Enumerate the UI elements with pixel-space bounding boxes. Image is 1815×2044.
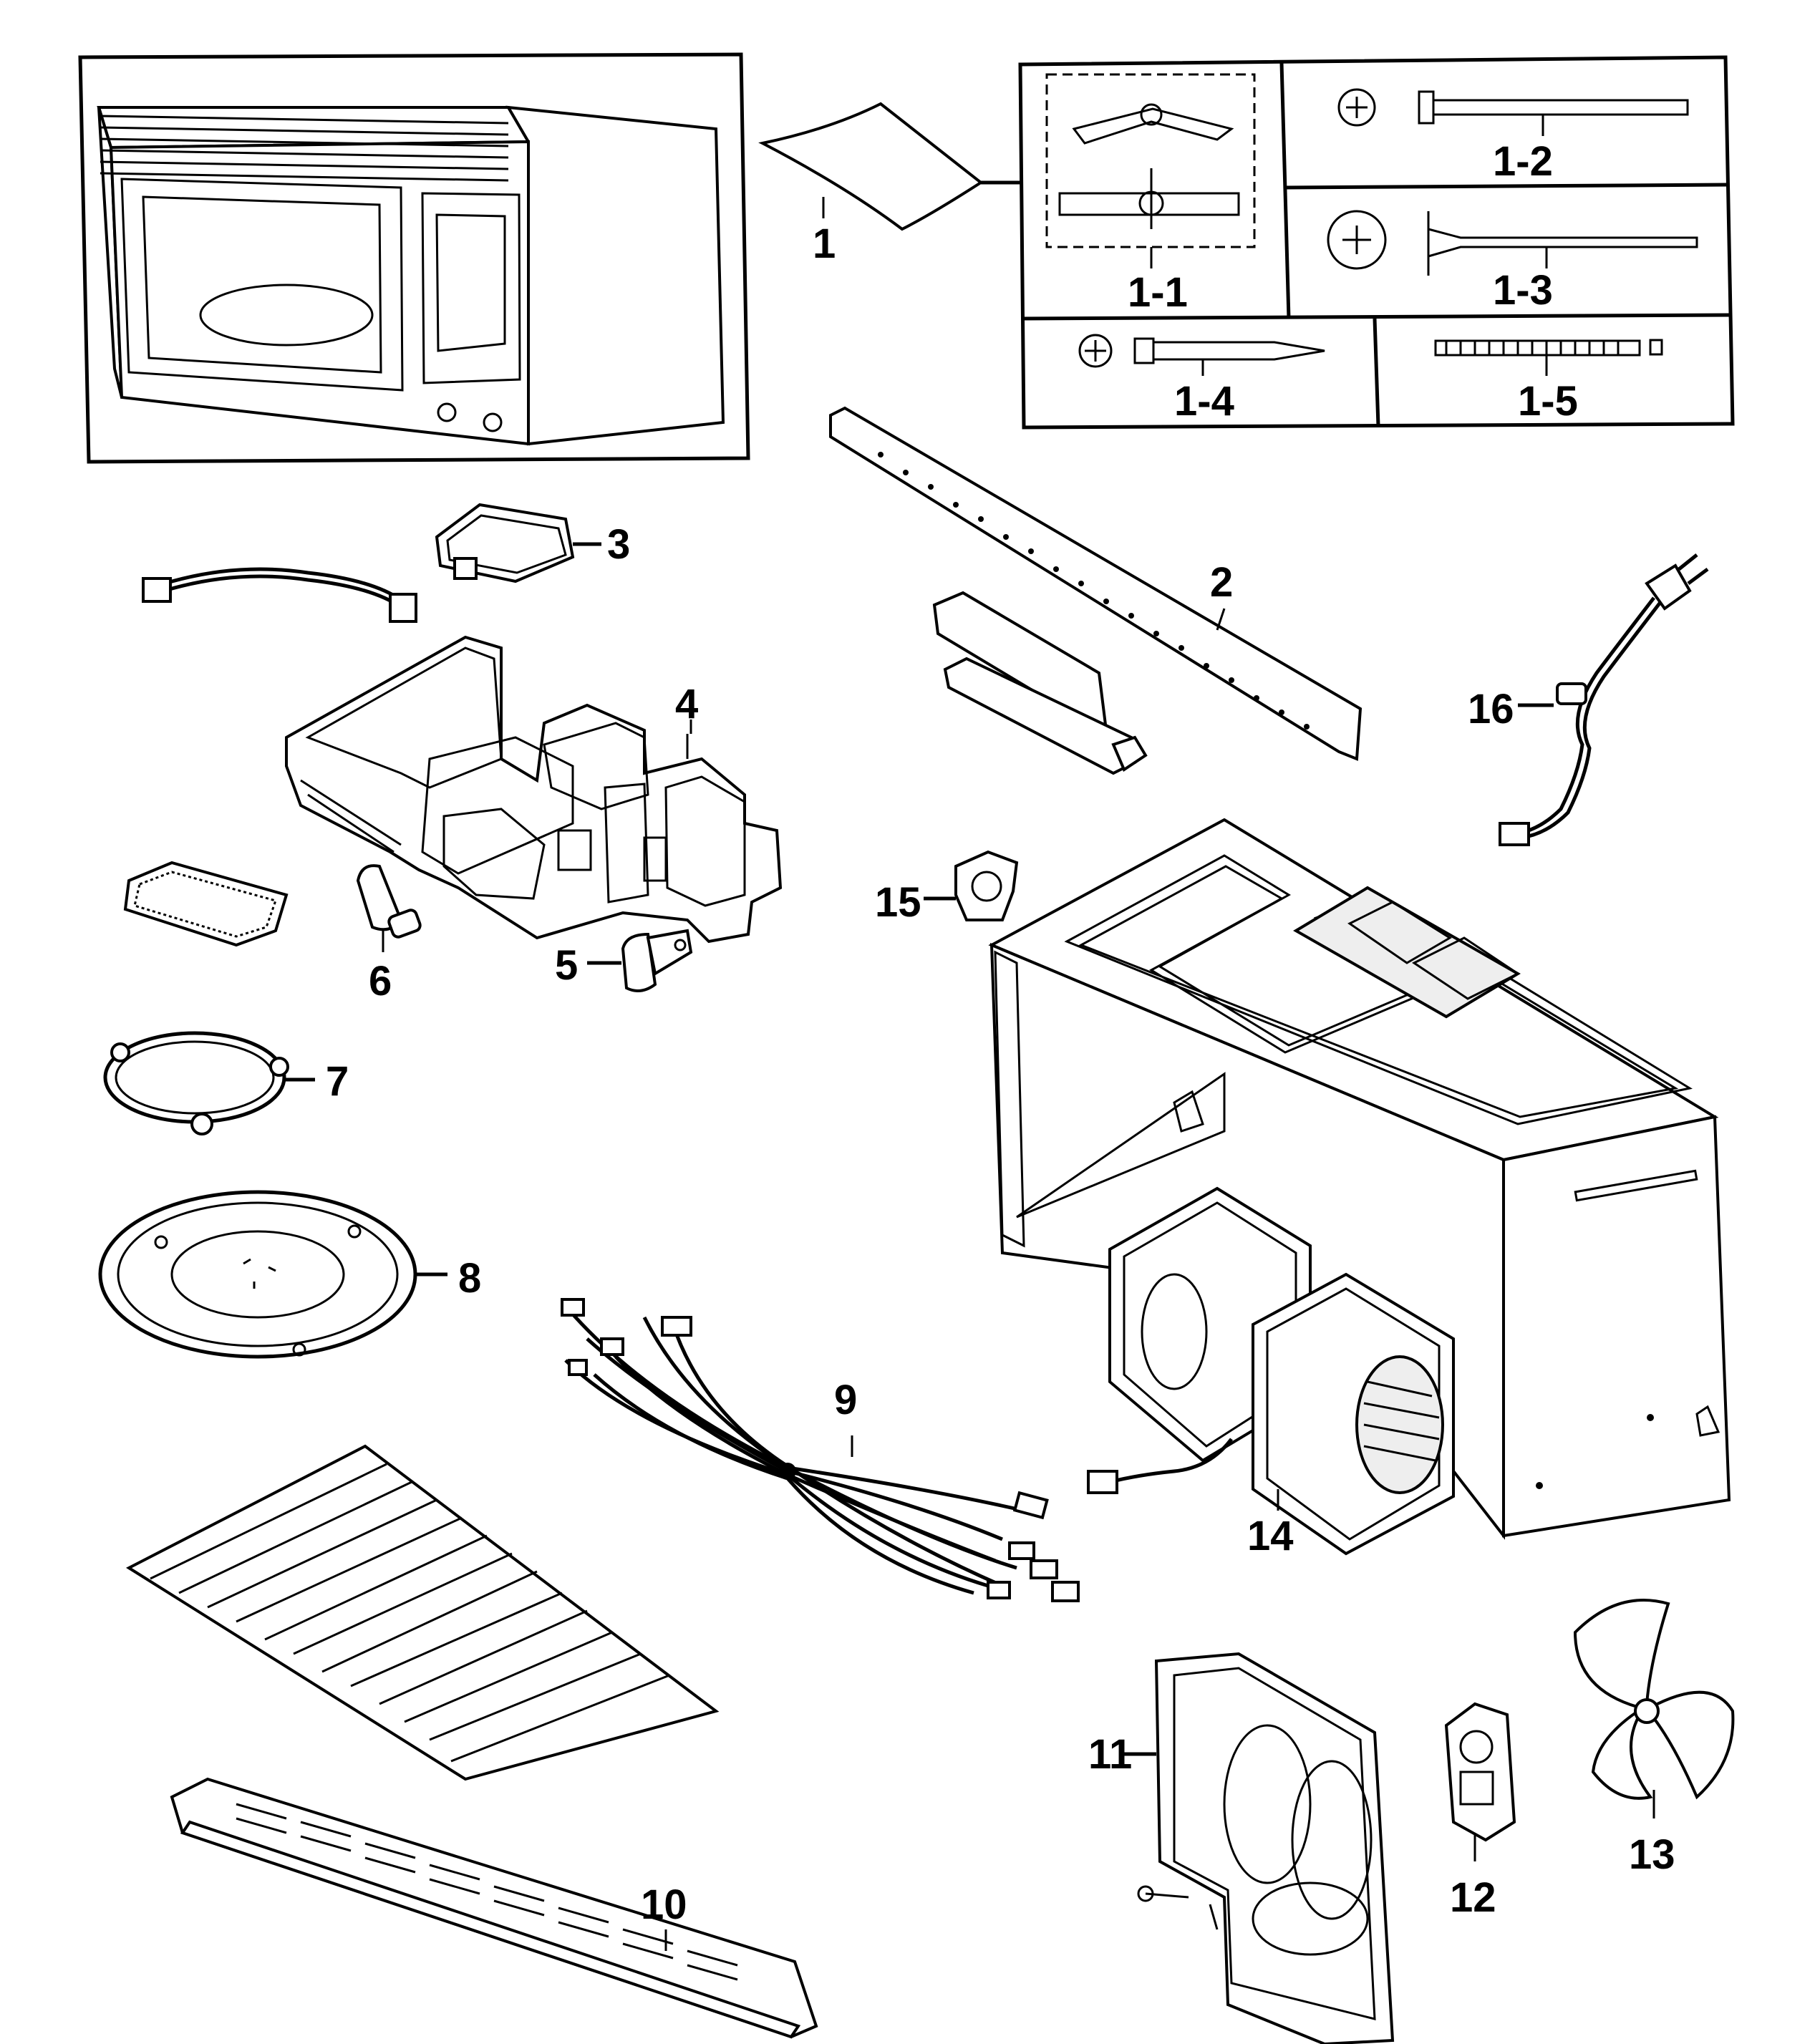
part-13-fan-blade: [1573, 1599, 1735, 1818]
callout-1-3: 1-3: [1493, 267, 1553, 314]
grease-filter-icon: [123, 861, 289, 947]
part-1-5-cable-tie-icon: [1434, 339, 1663, 376]
part-16-power-cord: [1499, 553, 1709, 846]
callout-6: 6: [369, 958, 392, 1004]
part-3-cover-plate: [435, 503, 601, 583]
callout-4: 4: [675, 681, 698, 727]
callout-5: 5: [555, 942, 578, 989]
part-5-lamp-socket: [587, 929, 693, 992]
part-1-1-bracket-icon: [1045, 73, 1256, 268]
callout-1-4: 1-4: [1174, 378, 1234, 425]
callout-1: 1: [813, 221, 836, 267]
callout-12: 12: [1450, 1874, 1496, 1921]
callout-9: 9: [834, 1377, 857, 1423]
part-10-grille-vent: [170, 1777, 818, 2039]
part-1-2-screw-icon: [1337, 88, 1689, 136]
callout-1-5: 1-5: [1518, 378, 1578, 425]
small-wire-lead-icon: [142, 567, 417, 623]
callout-1-1: 1-1: [1128, 269, 1188, 316]
part-12-fan-motor: [1444, 1702, 1516, 1861]
callout-11: 11: [1088, 1731, 1132, 1778]
part-14-blower-assembly: [1087, 1186, 1455, 1556]
part-1-4-wood-screw-icon: [1078, 334, 1325, 376]
callout-15: 15: [875, 879, 921, 926]
part-1-3-bolt-icon: [1327, 210, 1698, 276]
callout-16: 16: [1468, 686, 1514, 732]
callout-7: 7: [326, 1058, 349, 1105]
part-2-mounting-rail: [829, 406, 1363, 775]
callout-3: 3: [607, 521, 630, 568]
part-7-roller-ring: [103, 1031, 315, 1135]
part-9-wire-harness: [561, 1298, 1080, 1602]
kit-parts-table: 1-1 1-2 1-3 1-4: [1018, 55, 1735, 430]
part-4-base-plate-assembly: [285, 635, 783, 944]
callout-14: 14: [1247, 1513, 1294, 1559]
callout-2: 2: [1210, 559, 1233, 606]
insulation-sheet-icon: [125, 1444, 720, 1781]
microwave-overview-panel: [78, 52, 750, 464]
callout-1-2: 1-2: [1493, 138, 1553, 185]
callout-10: 10: [641, 1881, 687, 1928]
part-15-thermostat: [924, 850, 1019, 921]
part-6-lamp-bulb: [356, 864, 422, 952]
callout-13: 13: [1629, 1831, 1675, 1878]
callout-8: 8: [458, 1255, 481, 1302]
part-8-glass-tray: [98, 1190, 447, 1359]
part-1-kit-bag: 1: [758, 102, 1020, 267]
part-11-fan-duct: [1124, 1652, 1395, 2044]
